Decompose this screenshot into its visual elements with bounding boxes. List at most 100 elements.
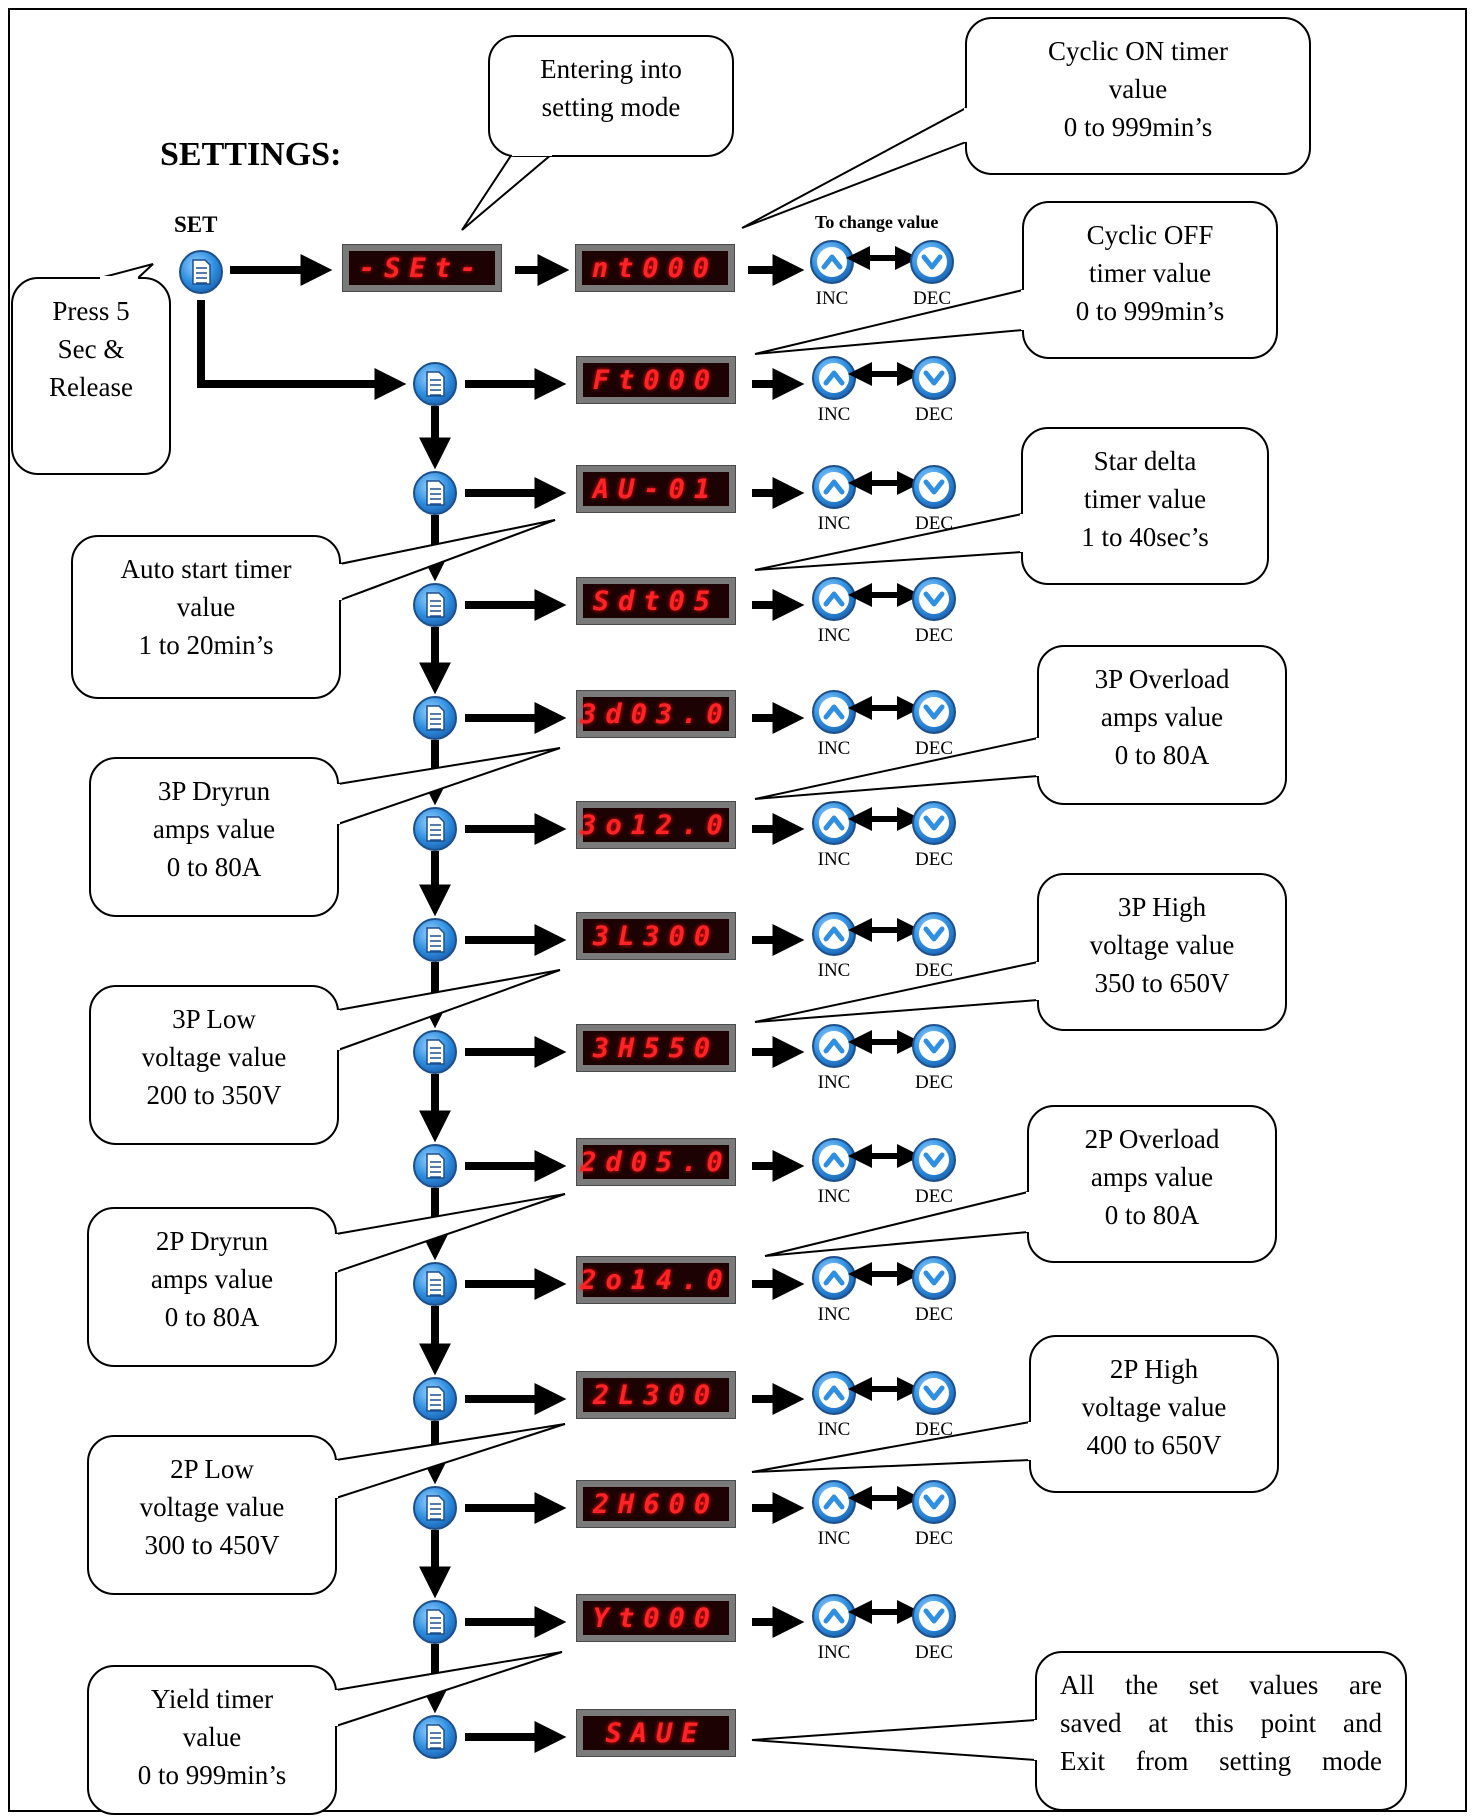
led-display-value: 3H550 bbox=[583, 1031, 729, 1065]
callout-box bbox=[1021, 427, 1269, 585]
chevron-down-icon bbox=[923, 704, 945, 720]
chevron-up-icon bbox=[823, 1038, 845, 1054]
callout-box bbox=[87, 1207, 337, 1367]
callout-pointer bbox=[337, 969, 561, 1051]
chevron-up-icon bbox=[823, 1270, 845, 1286]
inc-label: INC bbox=[817, 960, 851, 981]
chevron-down-icon bbox=[923, 1270, 945, 1286]
button-face bbox=[819, 1487, 849, 1517]
callout-line: amps value bbox=[152, 814, 276, 844]
dec-label: DEC bbox=[913, 288, 951, 309]
callout-line: All the set values are bbox=[1060, 1670, 1382, 1700]
button-face bbox=[819, 1378, 849, 1408]
chevron-down-icon bbox=[923, 370, 945, 386]
document-icon bbox=[426, 1153, 445, 1179]
chevron-up-icon bbox=[823, 479, 845, 495]
led-display: 3d03.0 bbox=[576, 690, 736, 738]
callout-line: value bbox=[182, 1722, 242, 1752]
inc-label: INC bbox=[815, 288, 849, 309]
led-display-value: 2H600 bbox=[583, 1487, 729, 1521]
button-face bbox=[819, 584, 849, 614]
dec-label: DEC bbox=[915, 513, 953, 534]
chevron-down-icon bbox=[923, 926, 945, 942]
callout-line: voltage value bbox=[1081, 1392, 1227, 1422]
callout-line: Release bbox=[49, 372, 133, 402]
button-face bbox=[817, 247, 847, 277]
set-label: SET bbox=[174, 212, 218, 237]
inc-label: INC bbox=[817, 404, 851, 425]
inc-label: INC bbox=[817, 513, 851, 534]
callout-pointer bbox=[339, 519, 556, 601]
button-face bbox=[919, 363, 949, 393]
callout-line: Entering into bbox=[540, 54, 682, 84]
callout-line: 1 to 20min’s bbox=[138, 630, 274, 660]
callout-box bbox=[89, 757, 339, 917]
dec-label: DEC bbox=[915, 625, 953, 646]
callout-line: 0 to 999min’s bbox=[1075, 296, 1225, 326]
led-display-value: 2d05.0 bbox=[580, 1145, 732, 1179]
document-icon bbox=[426, 705, 445, 731]
led-display: nt000 bbox=[575, 244, 735, 292]
led-display: 3L300 bbox=[576, 912, 736, 960]
led-display-value: Sdt05 bbox=[583, 584, 729, 618]
callout-line: 300 to 450V bbox=[144, 1530, 280, 1560]
document-icon bbox=[426, 927, 445, 953]
to-change-value-label: To change value bbox=[815, 212, 939, 232]
document-icon bbox=[426, 592, 445, 618]
page-title: SETTINGS: bbox=[160, 136, 342, 173]
led-display-value: 3d03.0 bbox=[580, 697, 732, 731]
chevron-down-icon bbox=[921, 254, 943, 270]
button-face bbox=[819, 697, 849, 727]
callout-line: setting mode bbox=[541, 92, 681, 122]
callout-line: timer value bbox=[1083, 484, 1207, 514]
button-face bbox=[819, 1145, 849, 1175]
callout-pointer bbox=[741, 107, 967, 229]
inc-label: INC bbox=[817, 738, 851, 759]
callout-line: 400 to 650V bbox=[1086, 1430, 1222, 1460]
connector bbox=[197, 300, 380, 388]
document-icon bbox=[426, 371, 445, 397]
callout-line: 3P Overload bbox=[1094, 664, 1230, 694]
callout-box bbox=[87, 1435, 337, 1595]
button-face bbox=[819, 808, 849, 838]
callout-pointer bbox=[754, 961, 1039, 1023]
callout-line: Cyclic OFF bbox=[1086, 220, 1214, 250]
led-display: 3o12.0 bbox=[576, 801, 736, 849]
dec-label: DEC bbox=[915, 960, 953, 981]
led-display: Yt000 bbox=[576, 1594, 736, 1642]
document-icon bbox=[426, 1495, 445, 1521]
chevron-up-icon bbox=[823, 926, 845, 942]
button-face bbox=[919, 1378, 949, 1408]
chevron-up-icon bbox=[823, 815, 845, 831]
diagram-frame bbox=[8, 8, 1467, 1812]
inc-label: INC bbox=[817, 1304, 851, 1325]
dec-label: DEC bbox=[915, 1642, 953, 1663]
callout-line: Star delta bbox=[1093, 446, 1197, 476]
led-display-value: 3o12.0 bbox=[580, 808, 732, 842]
led-display-value: -SEt- bbox=[349, 251, 495, 285]
chevron-down-icon bbox=[923, 479, 945, 495]
button-face bbox=[919, 697, 949, 727]
led-display: 2H600 bbox=[576, 1480, 736, 1528]
inc-label: INC bbox=[817, 1419, 851, 1440]
led-display-value: nt000 bbox=[582, 251, 728, 285]
button-face bbox=[919, 1487, 949, 1517]
callout-line: 2P Low bbox=[170, 1454, 254, 1484]
callout-line: value bbox=[1108, 74, 1168, 104]
button-face bbox=[919, 584, 949, 614]
callout-line: 1 to 40sec’s bbox=[1081, 522, 1209, 552]
inc-label: INC bbox=[817, 1186, 851, 1207]
led-display: SAUE bbox=[576, 1709, 736, 1757]
callout-pointer bbox=[754, 737, 1039, 800]
led-display: 2L300 bbox=[576, 1371, 736, 1419]
chevron-up-icon bbox=[823, 1385, 845, 1401]
callout-line: saved at this point and bbox=[1060, 1708, 1382, 1738]
callout-line: 0 to 80A bbox=[1114, 740, 1210, 770]
inc-label: INC bbox=[817, 1642, 851, 1663]
